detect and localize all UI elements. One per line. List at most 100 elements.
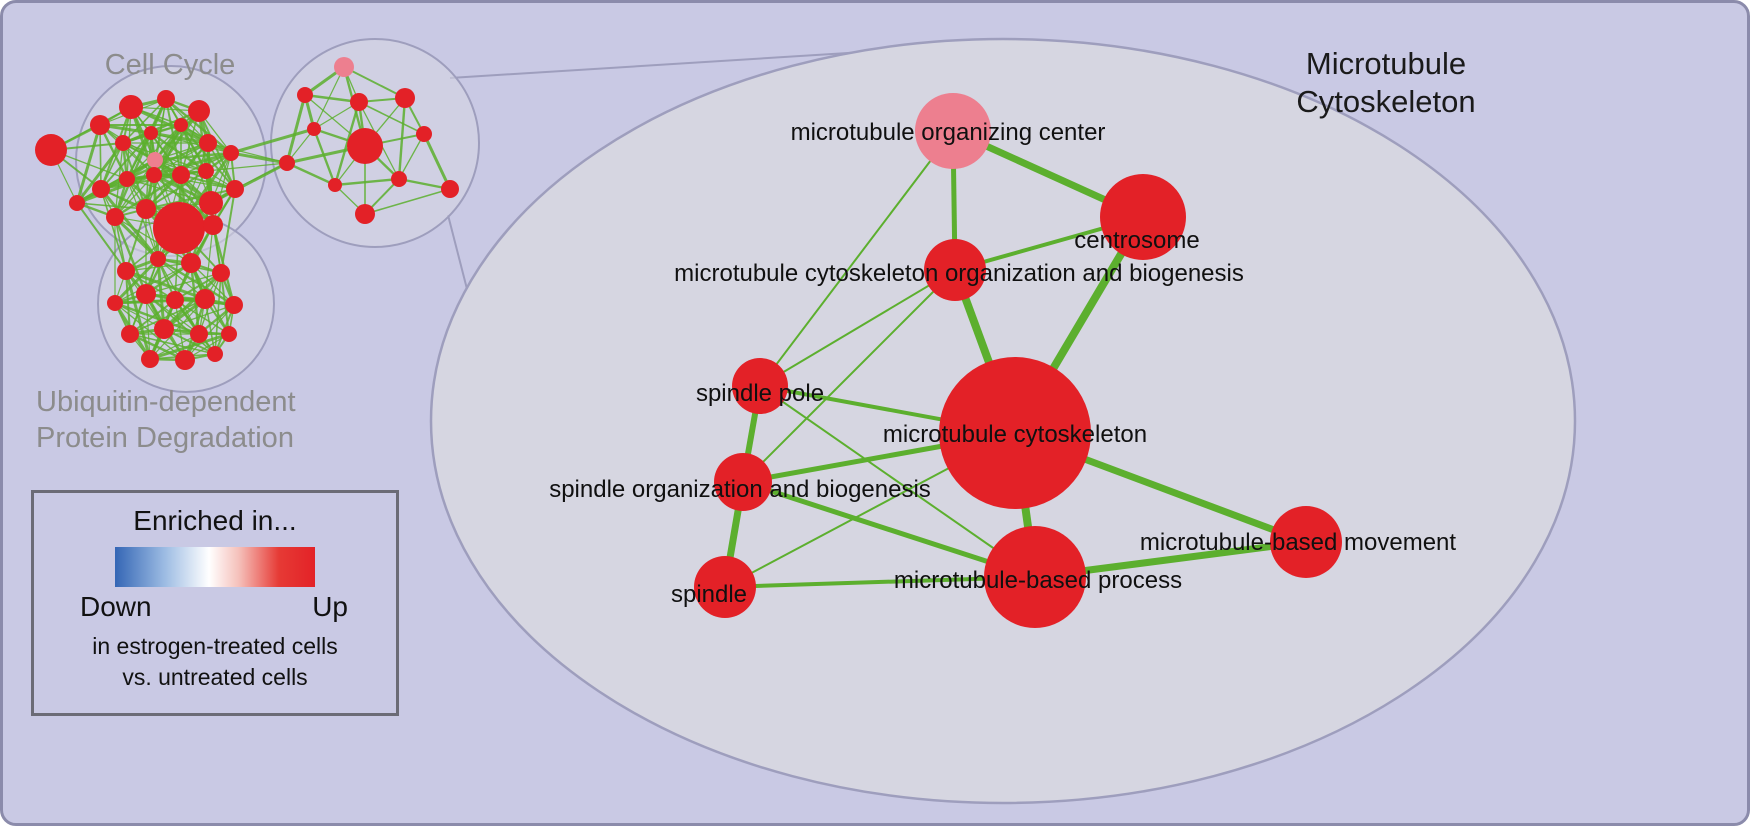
- overview-node: [136, 199, 156, 219]
- overview-edge: [129, 298, 206, 335]
- overview-edge: [205, 162, 288, 172]
- legend-down-label: Down: [80, 591, 152, 622]
- overview-node: [198, 163, 214, 179]
- overview-edge: [99, 188, 160, 260]
- overview-node: [121, 325, 139, 343]
- cluster-label-ubiquitin-line2: Protein Degradation: [36, 422, 294, 454]
- overview-node: [106, 208, 124, 226]
- overview-node: [119, 171, 135, 187]
- overview-node: [395, 88, 415, 108]
- overview-node: [157, 90, 175, 108]
- overview-edge: [364, 188, 451, 215]
- overview-node: [212, 264, 230, 282]
- overview-edge: [75, 142, 125, 204]
- overview-edge: [145, 188, 236, 210]
- edge-spindle_org-mb_process: [742, 479, 1036, 580]
- overview-node: [136, 284, 156, 304]
- overview-node: [119, 95, 143, 119]
- legend-gradient-bar: [115, 547, 315, 587]
- overview-edge: [190, 262, 235, 306]
- overview-edge: [210, 161, 288, 205]
- node-mt_cyto: [939, 357, 1091, 509]
- overview-edge: [179, 124, 208, 172]
- overview-edge: [125, 269, 206, 301]
- overview-edge: [126, 124, 182, 180]
- overview-edge: [100, 106, 132, 190]
- node-mb_process: [984, 526, 1086, 628]
- overview-edge: [334, 177, 400, 187]
- overview-node: [35, 134, 67, 166]
- overview-edge: [165, 98, 232, 154]
- overview-edge: [230, 127, 315, 155]
- overview-node: [150, 251, 166, 267]
- overview-edge: [114, 173, 182, 219]
- figure-title-line1: Microtubule: [1305, 46, 1467, 81]
- overview-edge: [99, 124, 102, 190]
- node-mb_movement: [1270, 506, 1342, 578]
- overview-node: [92, 180, 110, 198]
- overview-edge: [163, 304, 235, 330]
- edge-spindle-mb_process: [724, 575, 1036, 589]
- overview-node: [188, 100, 210, 122]
- edge-mco_bio-spindle_org: [742, 269, 956, 483]
- cluster-label-ubiquitin: Ubiquitin-dependent Protein Degradation: [36, 384, 296, 456]
- overview-node: [297, 87, 313, 103]
- overview-node: [174, 118, 188, 132]
- node-spindle_pole: [732, 358, 788, 414]
- overview-node: [347, 128, 383, 164]
- node-spindle: [694, 556, 756, 618]
- overview-edge: [343, 66, 406, 99]
- node-mco_bio: [924, 239, 986, 301]
- overview-node: [199, 134, 217, 152]
- overview-node: [307, 122, 321, 136]
- legend-box: Enriched in... Down Up in estrogen-treat…: [31, 490, 399, 716]
- overview-node: [221, 326, 237, 342]
- overview-node: [334, 57, 354, 77]
- overview-node: [175, 350, 195, 370]
- network-svg: [35, 37, 1577, 805]
- overview-edge: [114, 262, 192, 304]
- overview-edge: [76, 202, 147, 210]
- overview-edge: [76, 202, 127, 272]
- overview-edge: [153, 151, 232, 177]
- legend-caption-line1: in estrogen-treated cells: [92, 633, 338, 659]
- overview-edge: [150, 131, 209, 145]
- overview-node: [225, 296, 243, 314]
- overview-node: [69, 195, 85, 211]
- overview-edge: [153, 142, 209, 176]
- overview-node: [207, 346, 223, 362]
- overview-edge: [114, 174, 155, 218]
- overview-edge: [76, 173, 155, 205]
- overview-node: [199, 191, 223, 215]
- overview-node: [147, 152, 163, 168]
- overview-edge: [398, 133, 425, 180]
- overview-edge: [422, 133, 452, 190]
- node-spindle_org: [714, 453, 772, 511]
- overview-edge: [125, 208, 147, 272]
- overview-edge: [100, 132, 152, 190]
- overview-edge: [113, 257, 160, 305]
- overview-node: [146, 167, 162, 183]
- overview-node: [115, 135, 131, 151]
- overview-edge: [285, 94, 307, 164]
- overview-edge: [157, 257, 235, 307]
- overview-edge: [153, 174, 214, 226]
- overview-node: [223, 145, 239, 161]
- overview-edge: [145, 124, 182, 210]
- legend-caption: in estrogen-treated cells vs. untreated …: [34, 631, 396, 693]
- overview-edge: [312, 128, 337, 186]
- legend-up-label: Up: [312, 591, 348, 622]
- overview-edge: [100, 188, 127, 272]
- overview-edge: [333, 101, 361, 186]
- figure-title: Microtubule Cytoskeleton: [1296, 45, 1475, 121]
- overview-node: [154, 319, 174, 339]
- overview-node: [391, 171, 407, 187]
- node-moc: [915, 93, 991, 169]
- overview-node: [107, 295, 123, 311]
- overview-node: [226, 180, 244, 198]
- overview-edge: [157, 258, 206, 300]
- overview-edge: [114, 216, 127, 272]
- overview-node: [190, 325, 208, 343]
- overview-edge: [129, 299, 176, 335]
